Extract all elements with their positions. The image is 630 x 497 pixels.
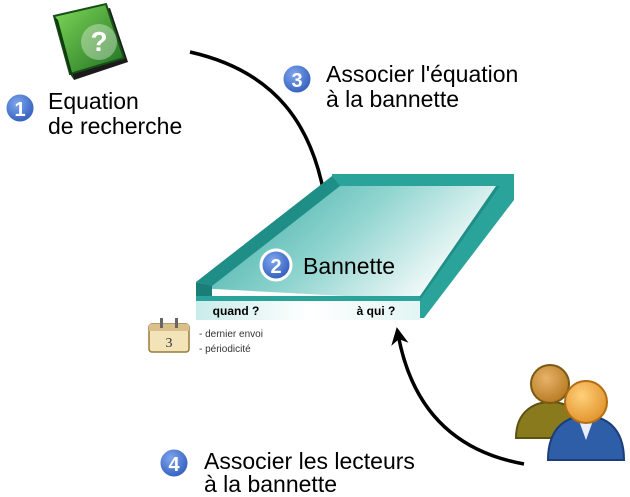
step-4-line-2: à la bannette: [204, 471, 338, 497]
who-label: à qui ?: [357, 304, 396, 318]
calendar-day: 3: [166, 336, 173, 351]
schedule-item-last-send: - dernier envoi: [199, 329, 263, 340]
badge-3-number: 3: [291, 70, 302, 92]
badge-4: 4: [157, 446, 191, 480]
step-1-line-1: Equation: [48, 88, 139, 114]
when-label: quand ?: [213, 304, 260, 318]
step-2-label: Bannette: [303, 253, 396, 279]
badge-2: 2: [259, 248, 293, 282]
book-help-icon: ?: [52, 2, 128, 80]
badge-3: 3: [280, 62, 314, 96]
users-icon: [514, 364, 626, 461]
schedule-item-periodicity: - périodicité: [199, 344, 251, 355]
badge-2-number: 2: [270, 256, 281, 278]
step-3-line-2: à la bannette: [326, 86, 460, 112]
book-question-mark: ?: [90, 26, 107, 57]
step-3-line-1: Associer l'équation: [326, 61, 519, 87]
bannette-tray: [196, 174, 514, 320]
calendar-icon: 3: [148, 318, 190, 353]
arrow-icon: [391, 327, 525, 466]
badge-1: 1: [3, 91, 37, 125]
badge-4-number: 4: [168, 454, 180, 476]
step-4-line-1: Associer les lecteurs: [204, 448, 415, 474]
badge-1-number: 1: [14, 99, 25, 121]
step-1-line-2: de recherche: [48, 113, 183, 139]
